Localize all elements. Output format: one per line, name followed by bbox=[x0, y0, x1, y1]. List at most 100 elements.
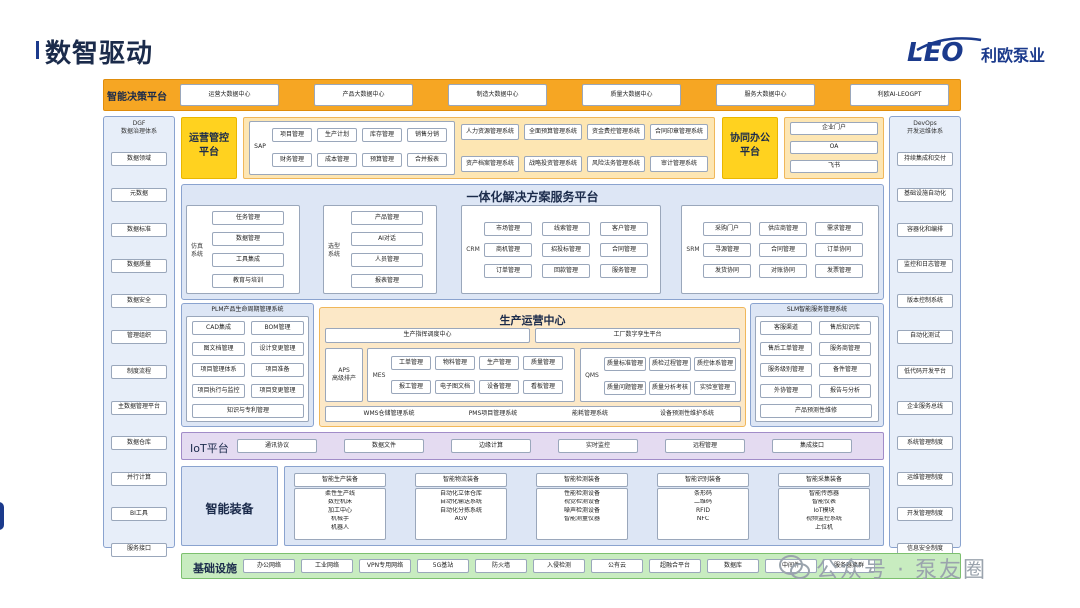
qms-item[interactable]: 质量分析考核 bbox=[649, 381, 691, 395]
srm-item[interactable]: 供应商管理 bbox=[759, 222, 807, 236]
dgf-item[interactable]: 服务接口 bbox=[111, 542, 167, 557]
srm-item[interactable]: 采购门户 bbox=[703, 222, 751, 236]
iot-item[interactable]: 数据文件 bbox=[344, 439, 424, 453]
mes-item[interactable]: 物料管理 bbox=[435, 356, 475, 370]
dgf-item[interactable]: BI工具 bbox=[111, 507, 167, 521]
devops-item[interactable]: 开发管理制度 bbox=[897, 507, 953, 521]
ops-system-item[interactable]: 风险法务管理系统 bbox=[587, 156, 645, 172]
sim-item[interactable]: 工具集成 bbox=[212, 253, 284, 267]
iot-item[interactable]: 远程管理 bbox=[665, 439, 745, 453]
infra-item[interactable]: 防火墙 bbox=[475, 559, 527, 573]
srm-item[interactable]: 对账协同 bbox=[759, 264, 807, 278]
mes-item[interactable]: 工单管理 bbox=[391, 356, 431, 370]
mes-item[interactable]: 生产管理 bbox=[479, 356, 519, 370]
sap-item[interactable]: 库存管理 bbox=[362, 128, 402, 142]
srm-item[interactable]: 寻源管理 bbox=[703, 243, 751, 257]
dgf-item[interactable]: 元数据 bbox=[111, 187, 167, 202]
decision-item[interactable]: 利欧AI-LEOGPT bbox=[850, 84, 949, 106]
sap-item[interactable]: 财务管理 bbox=[272, 153, 312, 167]
crm-item[interactable]: 商机管理 bbox=[484, 243, 532, 257]
slm-item[interactable]: 外协管理 bbox=[760, 384, 812, 398]
mes-item[interactable]: 设备管理 bbox=[479, 380, 519, 394]
slm-item[interactable]: 客服渠道 bbox=[760, 321, 812, 335]
mes-item[interactable]: 报工管理 bbox=[391, 380, 431, 394]
crm-item[interactable]: 客户管理 bbox=[600, 222, 648, 236]
sap-item[interactable]: 生产计划 bbox=[317, 128, 357, 142]
ops-system-item[interactable]: 资产档案管理系统 bbox=[461, 156, 519, 172]
plm-item[interactable]: 设计变更管理 bbox=[251, 342, 304, 356]
infra-item[interactable]: 5G基站 bbox=[417, 559, 469, 573]
srm-item[interactable]: 需求管理 bbox=[815, 222, 863, 236]
iot-item[interactable]: 边缘计算 bbox=[451, 439, 531, 453]
select-item[interactable]: 产品管理 bbox=[351, 211, 423, 225]
plm-item[interactable]: BOM管理 bbox=[251, 321, 304, 335]
crm-item[interactable]: 线索管理 bbox=[542, 222, 590, 236]
crm-item[interactable]: 市场管理 bbox=[484, 222, 532, 236]
production-top-item[interactable]: 工厂数字孪生平台 bbox=[535, 328, 740, 343]
crm-item[interactable]: 回款管理 bbox=[542, 264, 590, 278]
decision-item[interactable]: 运营大数据中心 bbox=[180, 84, 279, 106]
qms-item[interactable]: 质控体系管理 bbox=[694, 357, 736, 371]
select-item[interactable]: 人员管理 bbox=[351, 253, 423, 267]
infra-item[interactable]: 公有云 bbox=[591, 559, 643, 573]
dgf-item[interactable]: 制度流程 bbox=[111, 365, 167, 379]
dgf-item[interactable]: 数据仓库 bbox=[111, 436, 167, 450]
plm-item[interactable]: 项目执行与监控 bbox=[192, 384, 245, 398]
dgf-item[interactable]: 管理组织 bbox=[111, 329, 167, 344]
devops-item[interactable]: 运维管理制度 bbox=[897, 471, 953, 486]
dgf-item[interactable]: 并行计算 bbox=[111, 471, 167, 486]
production-bottom-item[interactable]: 能耗管理系统 bbox=[571, 409, 608, 417]
slm-item[interactable]: 服务商管理 bbox=[819, 342, 871, 356]
sap-item[interactable]: 合并报表 bbox=[407, 153, 447, 167]
sap-item[interactable]: 成本管理 bbox=[317, 153, 357, 167]
sap-item[interactable]: 销售分销 bbox=[407, 128, 447, 142]
ops-system-item[interactable]: 资金费控管理系统 bbox=[587, 124, 645, 140]
mes-item[interactable]: 电子图文档 bbox=[435, 380, 475, 394]
iot-item[interactable]: 集成接口 bbox=[772, 439, 852, 453]
production-bottom-item[interactable]: 设备预测性维护系统 bbox=[659, 409, 714, 417]
crm-item[interactable]: 服务管理 bbox=[600, 264, 648, 278]
office-item[interactable]: OA bbox=[790, 141, 878, 154]
office-item[interactable]: 企业门户 bbox=[790, 122, 878, 135]
devops-item[interactable]: 自动化测试 bbox=[897, 329, 953, 344]
plm-item[interactable]: CAD集成 bbox=[192, 321, 245, 335]
crm-item[interactable]: 订单管理 bbox=[484, 264, 532, 278]
sap-item[interactable]: 预算管理 bbox=[362, 153, 402, 167]
ops-system-item[interactable]: 审计管理系统 bbox=[650, 156, 708, 172]
srm-item[interactable]: 合同管理 bbox=[759, 243, 807, 257]
plm-item[interactable]: 项目变更管理 bbox=[251, 384, 304, 398]
ops-system-item[interactable]: 全面预算管理系统 bbox=[524, 124, 582, 140]
devops-item[interactable]: 监控和日志管理 bbox=[897, 258, 953, 273]
slm-item[interactable]: 服务级别管理 bbox=[760, 363, 812, 377]
infra-item[interactable]: 服务器集群 bbox=[823, 559, 875, 573]
slm-item[interactable]: 售后知识库 bbox=[819, 321, 871, 335]
iot-item[interactable]: 实时监控 bbox=[558, 439, 638, 453]
crm-item[interactable]: 合同管理 bbox=[600, 243, 648, 257]
infra-item[interactable]: 工业网络 bbox=[301, 559, 353, 573]
equipment-group-title[interactable]: 智能识别装备 bbox=[657, 473, 749, 487]
ops-system-item[interactable]: 人力资源管理系统 bbox=[461, 124, 519, 140]
slm-item[interactable]: 报告与分析 bbox=[819, 384, 871, 398]
srm-item[interactable]: 发货协同 bbox=[703, 264, 751, 278]
qms-item[interactable]: 质检过程管理 bbox=[649, 357, 691, 371]
production-top-item[interactable]: 生产指挥调度中心 bbox=[325, 328, 530, 343]
equipment-group-title[interactable]: 智能生产装备 bbox=[294, 473, 386, 487]
ops-system-item[interactable]: 战略投资管理系统 bbox=[524, 156, 582, 172]
devops-item[interactable]: 版本控制系统 bbox=[897, 294, 953, 308]
sim-item[interactable]: 数据管理 bbox=[212, 232, 284, 246]
decision-item[interactable]: 产品大数据中心 bbox=[314, 84, 413, 106]
mes-item[interactable]: 看板管理 bbox=[523, 380, 563, 394]
plm-item[interactable]: 项目准备 bbox=[251, 363, 304, 377]
slm-item[interactable]: 售后工单管理 bbox=[760, 342, 812, 356]
dgf-item[interactable]: 主数据管理平台 bbox=[111, 400, 167, 415]
sim-item[interactable]: 任务管理 bbox=[212, 211, 284, 225]
qms-item[interactable]: 实验室管理 bbox=[694, 381, 736, 395]
iot-item[interactable]: 通讯协议 bbox=[237, 439, 317, 453]
infra-item[interactable]: 办公网络 bbox=[243, 559, 295, 573]
equipment-group-title[interactable]: 智能物流装备 bbox=[415, 473, 507, 487]
srm-item[interactable]: 发票管理 bbox=[815, 264, 863, 278]
slm-item[interactable]: 产品预测性维修 bbox=[760, 404, 872, 418]
devops-item[interactable]: 持续集成和交付 bbox=[897, 152, 953, 166]
plm-item[interactable]: 图文档管理 bbox=[192, 342, 245, 356]
crm-item[interactable]: 招投标管理 bbox=[542, 243, 590, 257]
